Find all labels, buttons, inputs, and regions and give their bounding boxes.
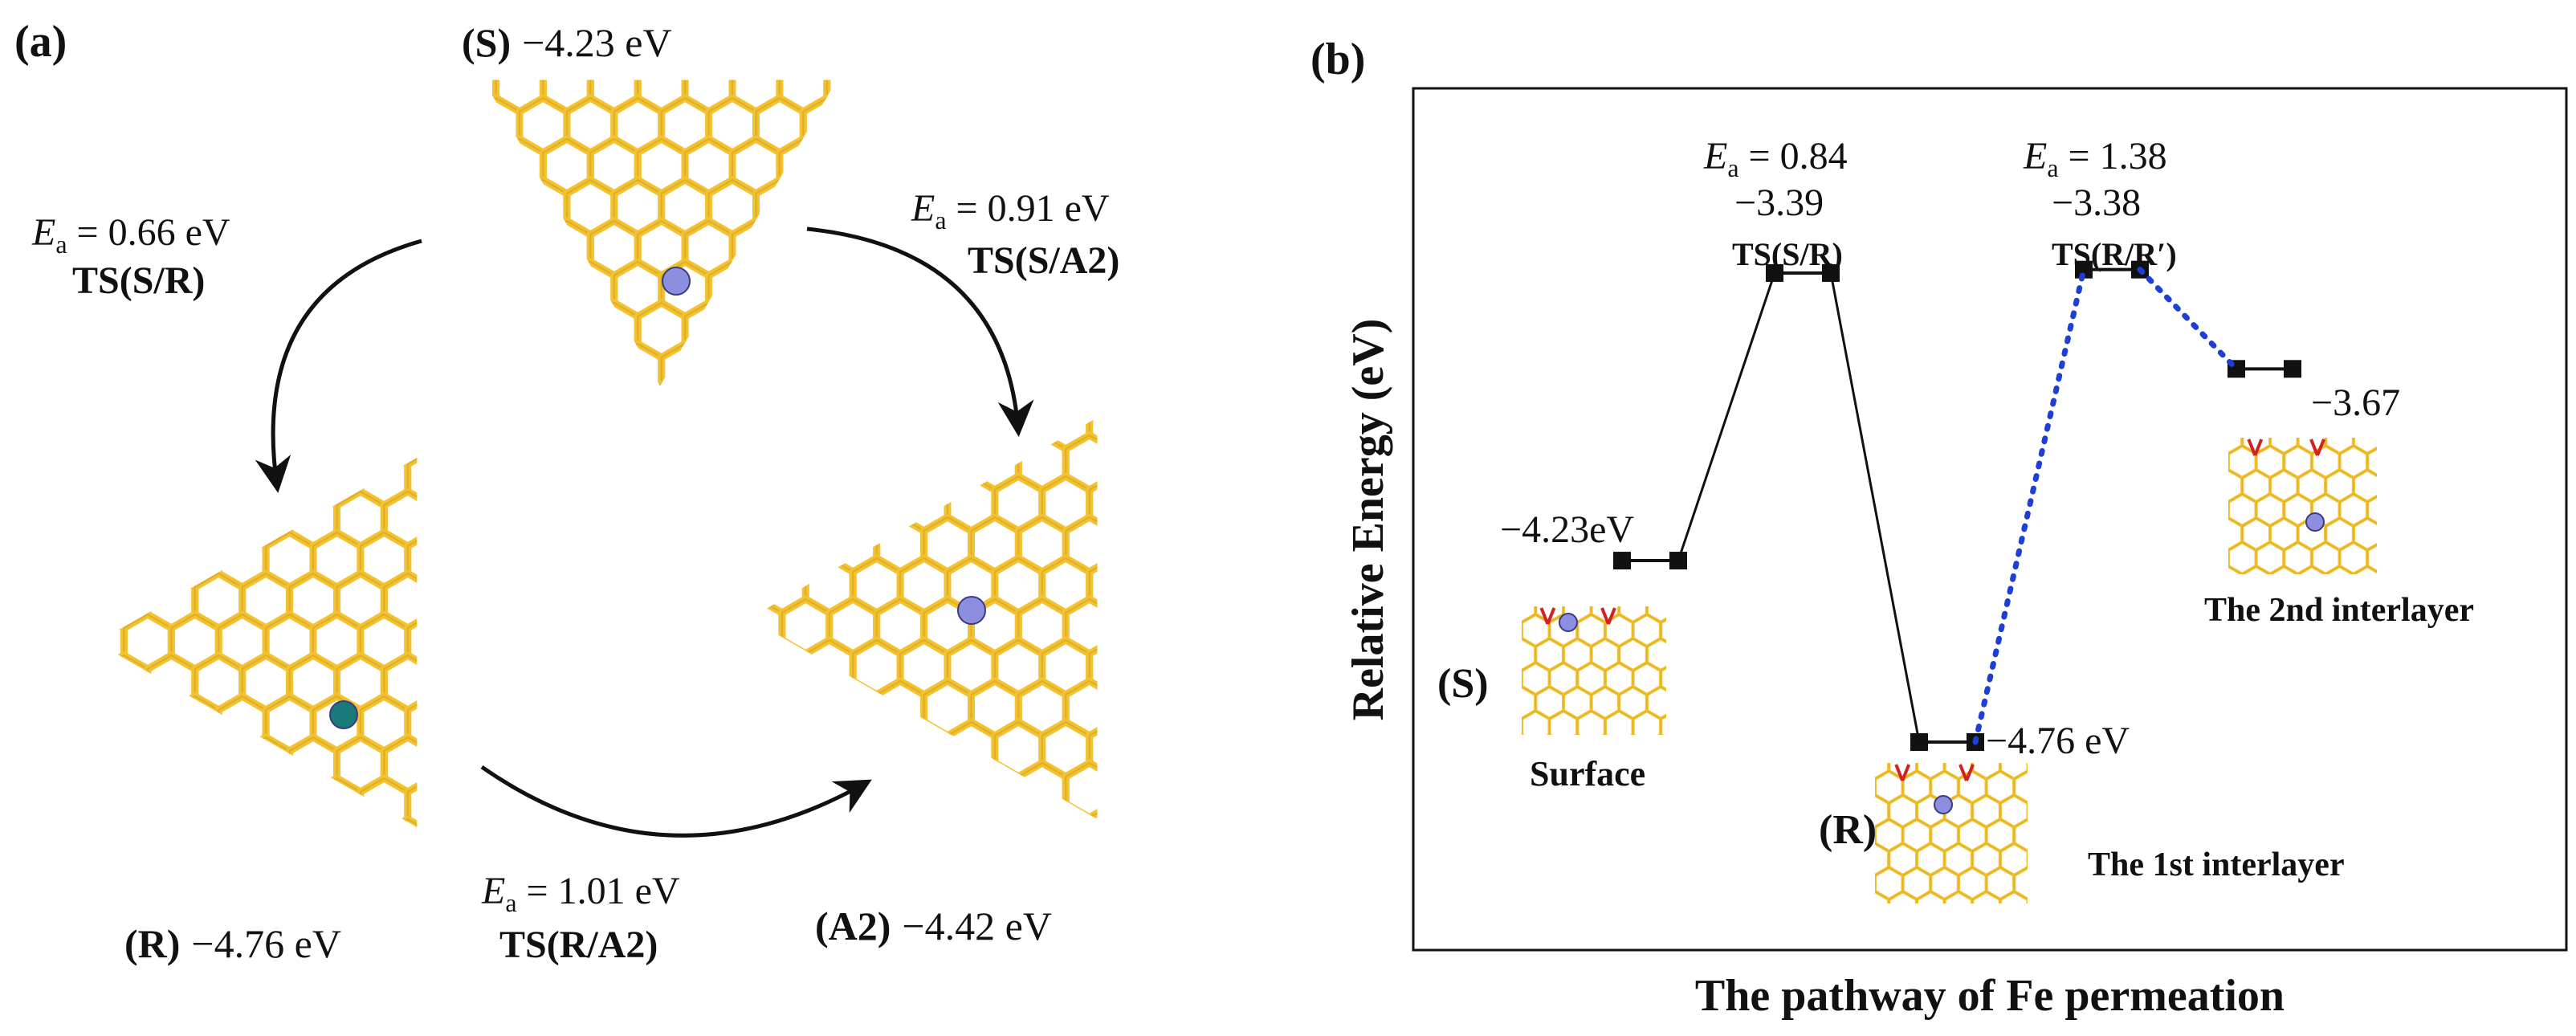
level-rp-label: −3.67	[2311, 381, 2400, 424]
lattice-structure-r	[96, 458, 418, 827]
structure-second-caption: The 2nd interlayer	[2204, 592, 2474, 629]
pathway-segment-1	[1829, 271, 1921, 744]
state-a2-tag: (A2)	[815, 903, 891, 948]
fe-atom	[1559, 613, 1578, 632]
fe-atom	[662, 267, 691, 296]
surface-bond	[1539, 607, 1550, 625]
ea-s-r: Ea = 0.66 eV	[31, 211, 230, 259]
level-marker-Rp-1	[2284, 360, 2301, 378]
ea-s-a2: Ea = 0.91 eV	[911, 187, 1110, 235]
structure-second-interlayer	[2228, 438, 2377, 574]
surface-bond	[1607, 607, 1616, 625]
structure-surface-tag: (S)	[1437, 661, 1489, 707]
slab-lattice	[1522, 606, 1666, 735]
surface-bond	[2253, 438, 2264, 456]
structure-first-interlayer	[1875, 763, 2028, 903]
slab-lattice	[2228, 438, 2377, 574]
surface-bond	[1600, 607, 1610, 625]
y-axis-label: Relative Energy (eV)	[1343, 319, 1393, 721]
state-s-caption: (S)−4.23 eV	[462, 20, 672, 65]
level-r-label: −4.76 eV	[1986, 720, 2130, 762]
level-marker-TS2-0	[2075, 260, 2093, 279]
panel-b: (b) Relative Energy (eV) The pathway of …	[1310, 35, 2568, 1021]
fe-atom	[329, 700, 358, 729]
pathway-segment-3	[2137, 267, 2240, 372]
state-s-energy: −4.23 eV	[522, 20, 672, 65]
structure-surface-caption: Surface	[1530, 754, 1645, 793]
structure-first-tag: (R)	[1819, 807, 1877, 853]
state-a2-energy: −4.42 eV	[902, 903, 1052, 948]
fe-atom	[957, 596, 986, 625]
ts1-name-label: TS(S/R)	[1732, 236, 1843, 272]
panel-a: (a) (S)−4.23 eV (R)−4.76 eV (A2)−4.42 eV…	[14, 17, 1119, 966]
ts2-name-label: TS(R/R′)	[2052, 236, 2177, 272]
ea-r-a2: Ea = 1.01 eV	[481, 870, 680, 917]
state-r-energy: −4.76 eV	[191, 921, 341, 966]
ts1-ea: Ea = 0.84	[1703, 135, 1848, 182]
panel-b-label: (b)	[1310, 35, 1365, 84]
surface-bond	[2247, 438, 2257, 456]
arrow-s-to-r	[255, 239, 422, 493]
surface-bond	[1901, 764, 1911, 781]
arrow-s-to-a2	[806, 226, 1034, 437]
energy-diagram	[1613, 260, 2301, 751]
slab-lattice	[1875, 763, 2028, 903]
structure-first-caption: The 1st interlayer	[2088, 846, 2345, 883]
ts-s-r-label: TS(S/R)	[72, 259, 205, 302]
state-r-caption: (R)−4.76 eV	[124, 921, 341, 966]
panel-a-label: (a)	[14, 17, 67, 67]
ts2-energy-label: −3.38	[2052, 182, 2141, 224]
fe-atom	[2305, 512, 2325, 532]
ts-r-a2-label: TS(R/A2)	[499, 924, 658, 966]
fe-atom	[1934, 795, 1953, 814]
ts2-ea: Ea = 1.38	[2023, 135, 2167, 182]
honeycomb-lattice	[483, 80, 837, 386]
state-r-tag: (R)	[124, 921, 180, 966]
pathway-segment-2	[1972, 267, 2087, 745]
ts1-energy-label: −3.39	[1734, 182, 1824, 224]
x-axis-label: The pathway of Fe permeation	[1695, 971, 2285, 1021]
honeycomb-lattice	[96, 458, 418, 827]
plot-frame	[1412, 87, 2568, 952]
surface-bond	[1958, 764, 1968, 781]
surface-bond	[2316, 438, 2325, 456]
state-s-tag: (S)	[462, 20, 511, 65]
surface-bond	[1965, 764, 1975, 781]
ts-s-a2-label: TS(S/A2)	[968, 239, 1119, 282]
arrow-r-to-a2	[480, 765, 872, 838]
level-marker-S-0	[1613, 552, 1631, 570]
pathway-segment-0	[1677, 271, 1776, 562]
surface-bond	[1546, 607, 1556, 625]
surface-bond	[1894, 764, 1905, 781]
lattice-structure-s	[483, 80, 837, 386]
level-s-label: −4.23eV	[1500, 508, 1634, 551]
surface-bond	[2309, 438, 2319, 456]
state-a2-caption: (A2)−4.42 eV	[815, 903, 1052, 948]
structure-surface	[1522, 606, 1666, 735]
